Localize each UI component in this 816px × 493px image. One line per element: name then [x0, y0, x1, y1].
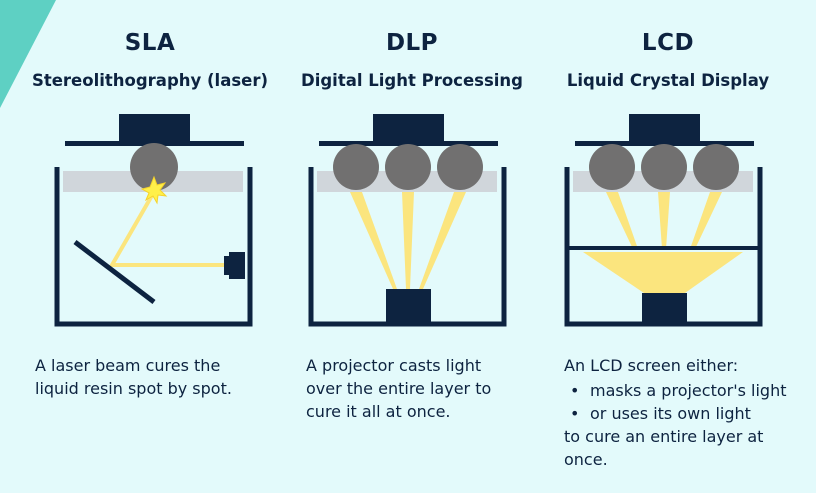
lcd-subtitle: Liquid Crystal Display: [566, 71, 770, 90]
lcd-bullet-item: or uses its own light: [564, 402, 814, 425]
light-beam: [658, 192, 670, 249]
projector: [386, 289, 431, 323]
laser-beam: [108, 191, 224, 267]
lcd-screen: [567, 246, 760, 250]
lcd-bullet-item: masks a projector's light: [564, 379, 814, 402]
laser-spark-icon: [140, 175, 168, 205]
lcd-bullet-list: masks a projector's light or uses its ow…: [564, 379, 814, 425]
lens: [333, 144, 379, 190]
build-plate-mount: [629, 114, 700, 143]
dlp-subtitle: Digital Light Processing: [301, 71, 523, 90]
resin-vat: [54, 167, 253, 327]
sla-description: A laser beam cures the liquid resin spot…: [35, 354, 295, 400]
resin-vat: [308, 167, 507, 327]
dlp-description-line: over the entire layer to: [306, 379, 492, 398]
lcd-description-line: to cure an entire layer at: [564, 427, 764, 446]
light-beam: [690, 192, 722, 249]
sla-diagram: [54, 114, 253, 327]
build-plate: [575, 141, 754, 146]
lcd-title: LCD: [641, 30, 695, 56]
lens: [641, 144, 687, 190]
sla-description-line: liquid resin spot by spot.: [35, 379, 232, 398]
lens: [385, 144, 431, 190]
sla-subtitle: Stereolithography (laser): [31, 71, 269, 90]
sla-title: SLA: [124, 30, 176, 56]
dlp-description: A projector casts light over the entire …: [306, 354, 566, 423]
resin-vat: [564, 167, 763, 327]
build-plate: [319, 141, 498, 146]
dlp-description-line: A projector casts light: [306, 356, 482, 375]
light-beam: [350, 192, 397, 289]
lcd-description-intro: An LCD screen either:: [564, 356, 739, 375]
light-beam: [606, 192, 638, 249]
build-plate-mount: [119, 114, 190, 143]
lens: [130, 143, 178, 191]
lens: [589, 144, 635, 190]
light-beam: [419, 192, 466, 289]
mirror: [73, 240, 156, 304]
lens: [693, 144, 739, 190]
build-plate-mount: [373, 114, 444, 143]
sla-description-line: A laser beam cures the: [35, 356, 221, 375]
dlp-description-line: cure it all at once.: [306, 402, 451, 421]
dlp-title: DLP: [385, 30, 439, 56]
lcd-description-line: once.: [564, 450, 608, 469]
corner-accent: [0, 0, 56, 108]
lcd-description: An LCD screen either: masks a projector'…: [564, 354, 814, 471]
dlp-diagram: [308, 114, 507, 327]
lcd-diagram: [564, 114, 763, 327]
light-source: [642, 293, 687, 323]
laser-source-tip: [224, 256, 230, 275]
light-cone: [583, 252, 743, 293]
lens: [437, 144, 483, 190]
light-beam: [402, 192, 414, 289]
laser-source: [229, 252, 245, 279]
